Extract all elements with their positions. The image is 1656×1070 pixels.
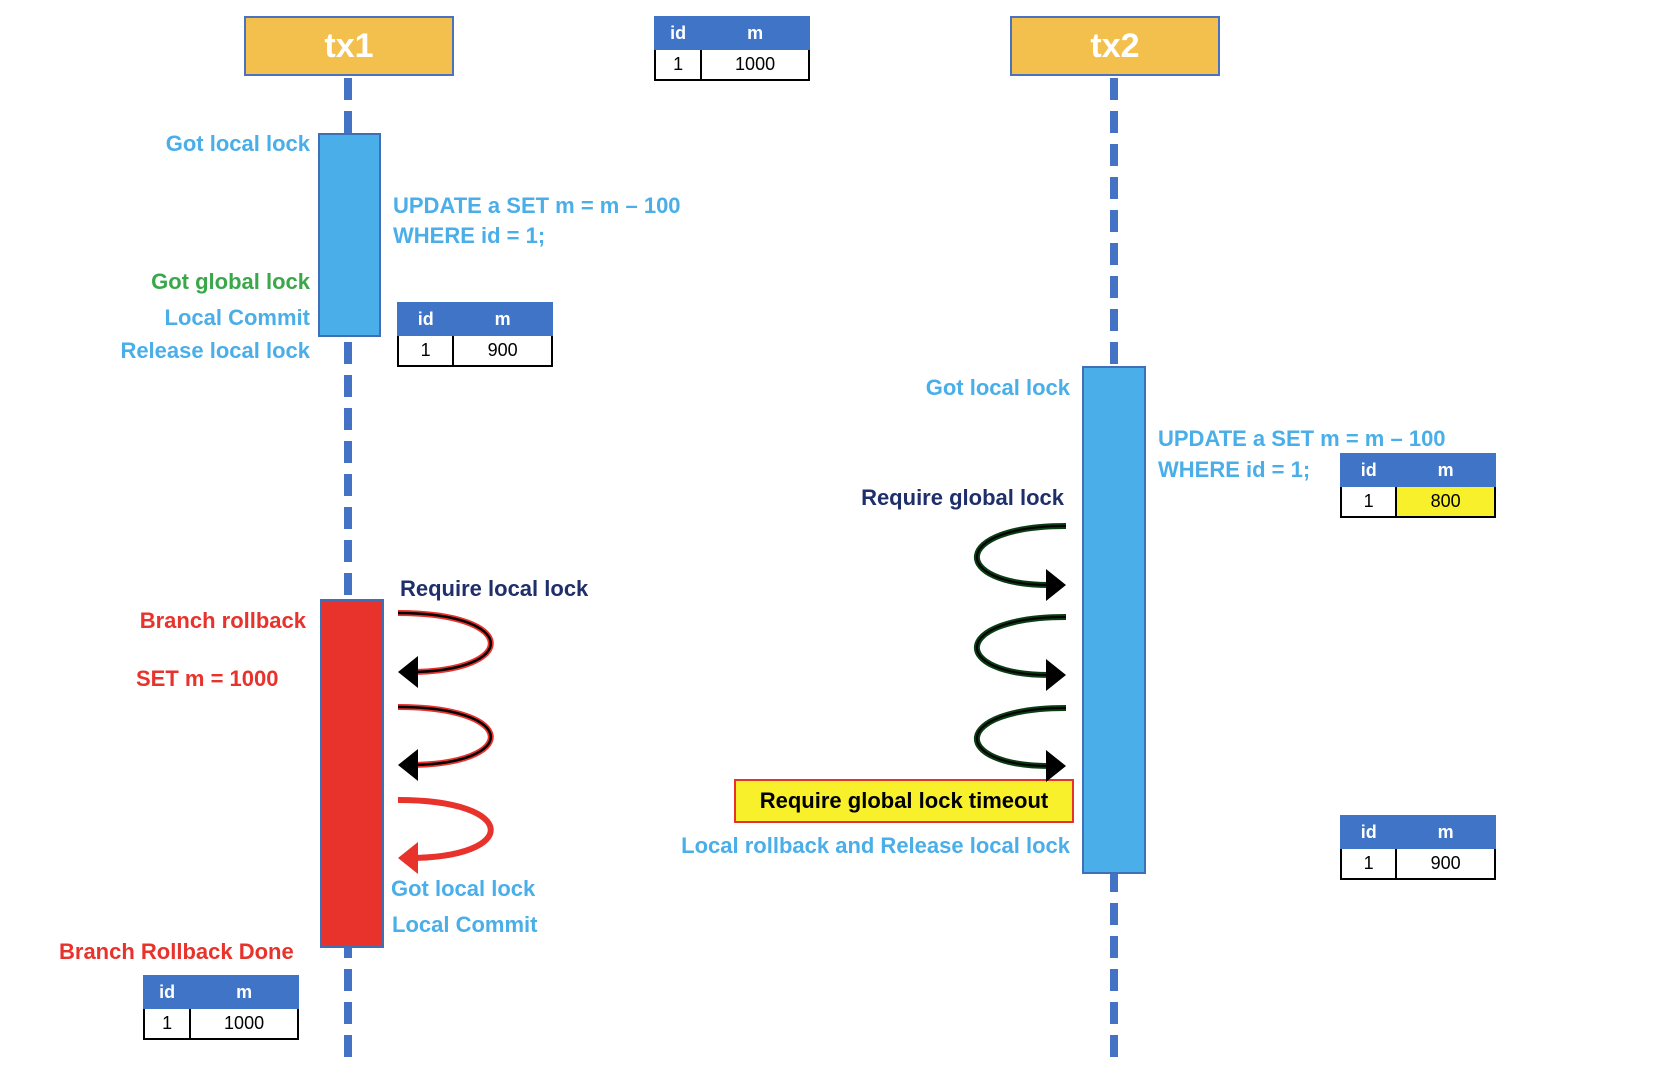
cell-m-highlighted: 800 [1395,485,1496,518]
col-id: id [396,302,455,336]
tx1-rollback-bar [320,599,384,948]
cell-id: 1 [396,334,455,367]
tx1-local-commit: Local Commit [164,305,310,330]
tx1-branch-rollback-done: Branch Rollback Done [59,939,294,964]
tx2-global-lock-timeout-text: Require global lock timeout [759,788,1049,813]
tx1-update-bar [318,133,381,337]
tx1-got-global-lock: Got global lock [151,269,310,294]
col-id: id [1339,453,1398,487]
cell-id: 1 [653,48,703,81]
curved-arrow-icon [973,523,1067,601]
curved-arrow-icon [397,704,494,781]
tx1-release-local-lock: Release local lock [120,338,310,363]
tx2-update-sql-line1: UPDATE a SET m = m – 100 [1158,426,1446,451]
tx1-got-local-lock: Got local lock [165,131,310,156]
tx2-update-sql-line2: WHERE id = 1; [1158,457,1311,482]
tx1-branch-rollback: Branch rollback [139,608,306,633]
col-m: m [189,975,299,1009]
curved-arrow-icon [397,797,494,874]
tx2-local-rollback-release: Local rollback and Release local lock [681,833,1070,858]
tx1-set-m: SET m = 1000 [136,666,279,691]
tx2-update-bar [1082,366,1146,874]
curved-arrow-icon [973,614,1067,691]
tx2-got-local-lock: Got local lock [925,375,1070,400]
cell-id: 1 [1339,847,1398,880]
col-m: m [1395,815,1496,849]
cell-id: 1 [1339,485,1398,518]
tx2-header: tx2 [1010,16,1220,76]
col-id: id [1339,815,1398,849]
tx1-update-sql-line1: UPDATE a SET m = m – 100 [393,193,681,218]
cell-id: 1 [142,1007,192,1040]
cell-m: 1000 [700,48,810,81]
cell-m: 900 [1395,847,1496,880]
col-m: m [1395,453,1496,487]
cell-m: 900 [452,334,553,367]
curved-arrow-icon [973,705,1067,782]
tx1-require-local-lock: Require local lock [400,576,589,601]
tx1-update-sql-line2: WHERE id = 1; [393,223,546,248]
col-id: id [142,975,192,1009]
col-m: m [700,16,810,50]
tx1-header: tx1 [244,16,454,76]
curved-arrow-icon [397,610,494,688]
tx2-global-lock-timeout-badge: Require global lock timeout [734,779,1074,823]
col-m: m [452,302,553,336]
tx2-require-global-lock: Require global lock [861,485,1064,510]
cell-m: 1000 [189,1007,299,1040]
tx1-got-local-lock-2: Got local lock [391,876,536,901]
col-id: id [653,16,703,50]
tx1-local-commit-2: Local Commit [392,912,538,937]
